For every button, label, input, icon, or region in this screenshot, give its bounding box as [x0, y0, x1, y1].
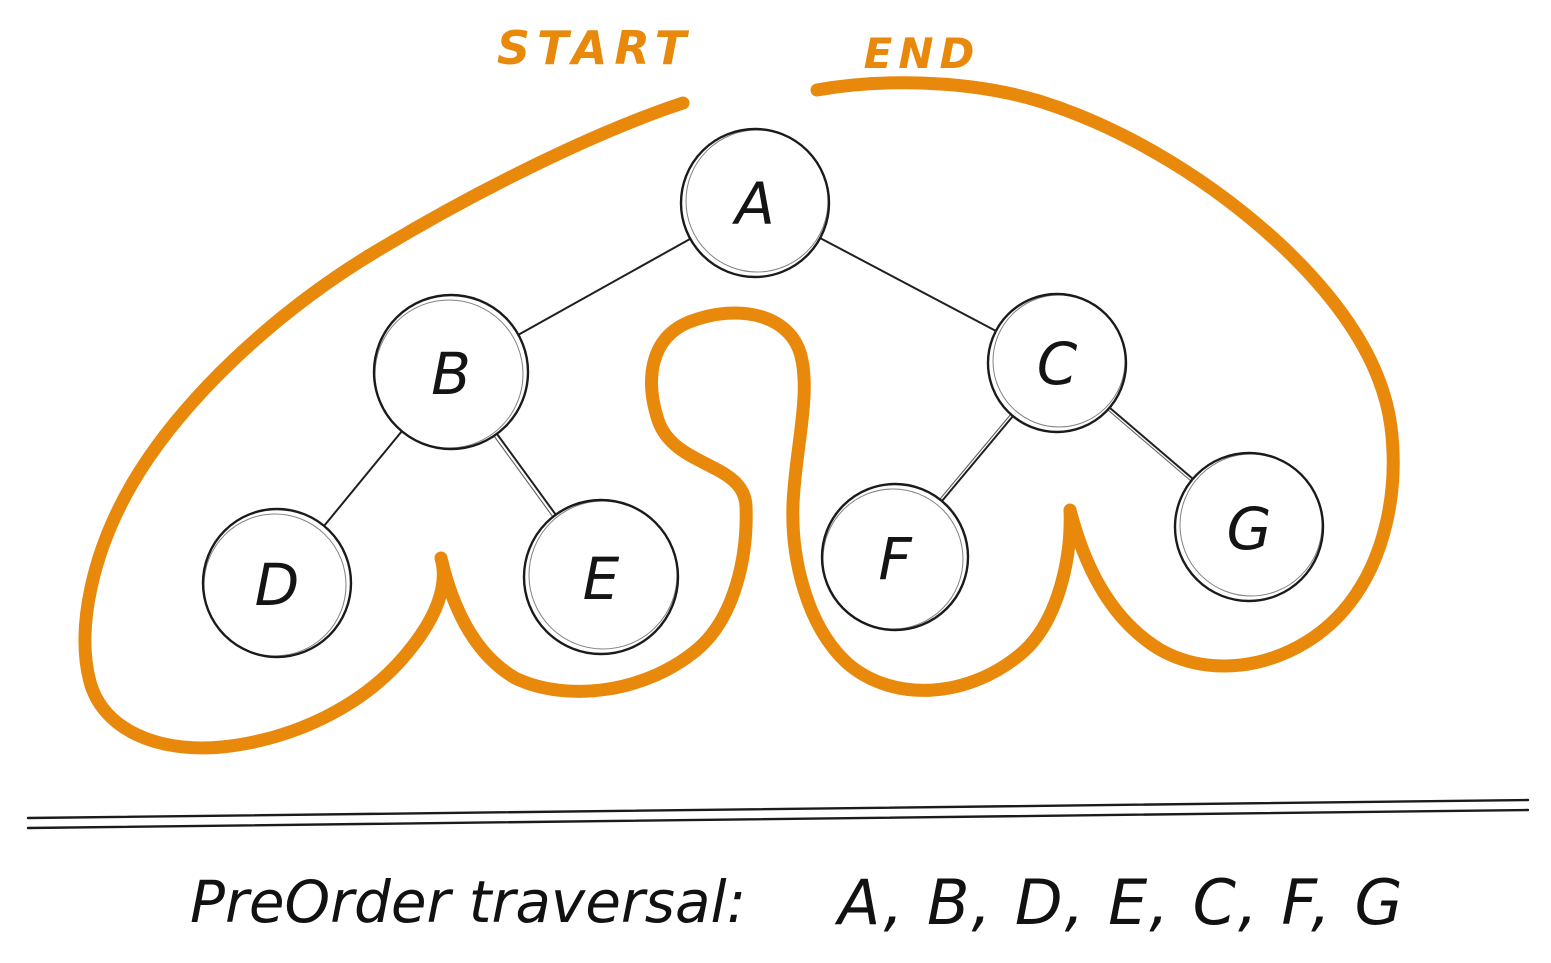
node-g-circle-sketch — [1179, 453, 1323, 597]
node-b-circle — [372, 293, 530, 451]
tree-node-a: A — [679, 127, 831, 279]
tree-node-f: F — [820, 482, 970, 632]
edge-c-f — [941, 415, 1014, 502]
node-a-circle — [679, 127, 831, 279]
node-f-circle — [820, 482, 970, 632]
caption: PreOrder traversal: A, B, D, E, C, F, G — [190, 866, 1405, 939]
node-c-label: C — [1037, 330, 1078, 398]
node-g-circle — [1173, 451, 1325, 603]
node-d-circle — [201, 507, 353, 659]
node-f-label: F — [878, 525, 913, 593]
edge-a-c — [819, 237, 997, 332]
node-e-label: E — [583, 545, 620, 613]
node-d-label: D — [255, 551, 300, 619]
edge-c-f-sketch — [939, 413, 1012, 500]
divider-line-top — [26, 798, 1530, 820]
tree-node-c: C — [986, 292, 1128, 434]
node-f-circle-sketch — [822, 488, 964, 630]
end-label: END — [864, 29, 981, 78]
caption-sequence: A, B, D, E, C, F, G — [834, 866, 1405, 939]
edge-b-e-sketch — [493, 435, 554, 518]
edge-b-e — [496, 433, 557, 516]
divider-line-bottom — [26, 808, 1530, 830]
tree-node-g: G — [1173, 451, 1325, 603]
node-e-circle — [522, 498, 680, 656]
node-a-label: A — [731, 170, 775, 238]
start-label: START — [497, 21, 693, 75]
node-b-circle-sketch — [374, 299, 524, 449]
caption-label: PreOrder traversal: — [190, 868, 746, 936]
node-c-circle-sketch — [992, 294, 1126, 428]
divider-rule — [26, 798, 1530, 830]
edge-c-g-sketch — [1107, 409, 1192, 482]
node-a-circle-sketch — [685, 129, 829, 273]
node-g-label: G — [1227, 495, 1272, 563]
tree-node-e: E — [522, 498, 680, 656]
tree-node-d: D — [201, 507, 353, 659]
traversal-path — [78, 76, 1400, 755]
node-e-circle-sketch — [528, 500, 678, 650]
edge-c-g — [1109, 407, 1194, 480]
node-b-label: B — [431, 340, 471, 408]
edge-a-b — [517, 238, 691, 336]
tree-node-b: B — [372, 293, 530, 451]
node-c-circle — [986, 292, 1128, 434]
edge-b-d — [323, 430, 403, 527]
node-d-circle-sketch — [203, 513, 347, 657]
